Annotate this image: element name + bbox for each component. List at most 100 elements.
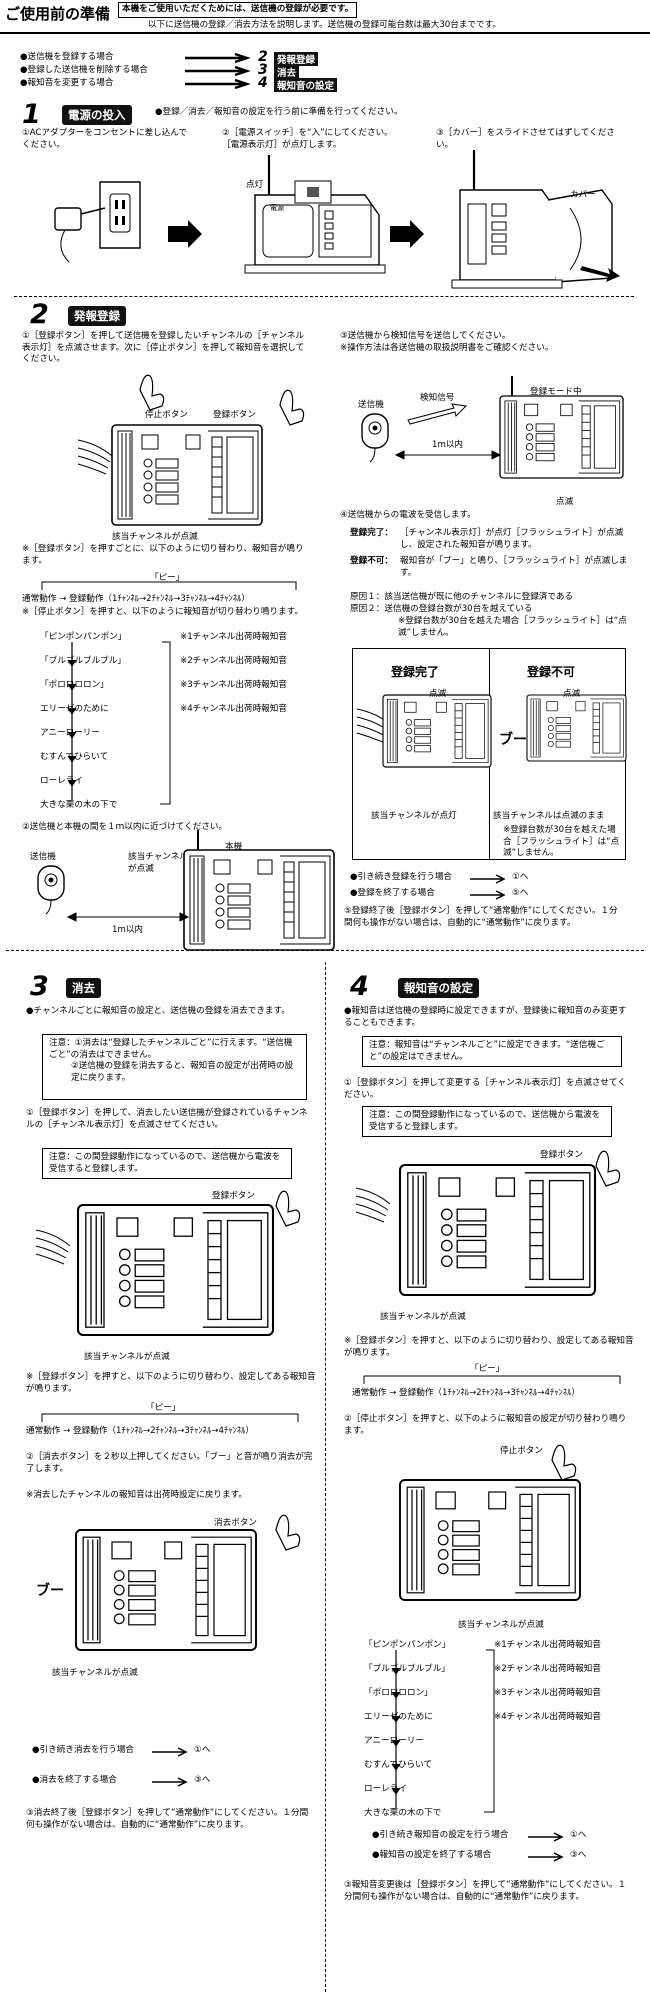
label-ch-keep: 該当チャンネルは点滅のまま: [493, 811, 605, 821]
s3-note2: ※消去したチャンネルの報知音は出荷時設定に戻ります。: [26, 1490, 247, 1500]
s2-step4: ④送信機からの電波を受信します。: [340, 510, 476, 520]
default-note: ※4チャンネル出荷時報知音: [180, 704, 287, 714]
label-del-button: 消去ボタン: [214, 1518, 257, 1528]
label-blink-ch: 該当チャンネルが点滅: [458, 1620, 544, 1630]
s1-step3: ③［カバー］をスライドさせてはずしてください。: [436, 128, 615, 150]
s1-step2: ②［電源スイッチ］を“入”にしてください。［電源表示灯］が点灯します。: [222, 128, 393, 150]
fail-text: 報知音が「ブー」と鳴り、［フラッシュライト］が点滅します。: [400, 556, 628, 578]
done-text: ［チャンネル表示灯］が点灯［フラッシュライト］が点滅し、設定された報知音が鳴りま…: [400, 528, 624, 550]
default-note: ※2チャンネル出荷時報知音: [180, 656, 287, 666]
s3-caution2: ②送信機の登録を消去すると、報知音の設定が出荷時の設定に戻ります。: [71, 1061, 294, 1083]
label-stop-button: 停止ボタン: [145, 410, 188, 420]
label-main: 本機: [225, 842, 243, 852]
power-illustration: [244, 155, 386, 274]
label-1m: 1m以内: [112, 925, 144, 935]
label-stop-button: 停止ボタン: [500, 1446, 543, 1456]
overview-num: 2: [258, 49, 268, 65]
device-illustration: [183, 830, 335, 951]
distance-arrow: [66, 912, 190, 922]
tone-item: 「ピンポンパンポン」: [40, 632, 127, 642]
fail-label: 登録不可：: [350, 556, 393, 566]
s2-step3b: ※操作方法は各送信機の取扱説明書をご確認ください。: [340, 343, 554, 353]
device-illustration: [111, 424, 263, 526]
arrow-right-icon: [152, 1747, 188, 1757]
tone-item: ローレライ: [40, 776, 83, 786]
sub-notice: 以下に送信機の登録／消去方法を説明します。送信機の登録可能台数は最大30台までで…: [148, 20, 501, 30]
s2-note1: ※［登録ボタン］を押すごとに、以下のように切り替わり、報知音が鳴ります。: [22, 544, 304, 566]
result-ok-title: 登録完了: [391, 665, 440, 679]
label-blink-ch: 該当チャンネルが点滅: [52, 1668, 138, 1678]
s3-caution-box: 注意：①消去は“登録したチャンネルごと”に行えます。“送信機ごと”の消去はできま…: [42, 1034, 307, 1100]
sound-waves: [35, 1229, 71, 1265]
tone-item: 「ブルブルブルブル」: [40, 656, 126, 666]
s2-cont: ●引き続き登録を行う場合: [350, 872, 453, 882]
s2-step5: ⑤登録終了後［登録ボタン］を押して“通常動作”にしてください。１分間何も操作がな…: [344, 906, 618, 928]
overview-num: 3: [258, 62, 268, 78]
label-tx: 送信機: [358, 400, 384, 410]
divider: [6, 950, 644, 951]
section-2-number: 2: [30, 299, 49, 330]
s3-step2: ②［消去ボタン］を２秒以上押してください。「ブー」と音が鳴り消去が完了します。: [26, 1452, 313, 1474]
s3-note1: ※［登録ボタン］を押すと、以下のように切り替わり、設定してある報知音が鳴ります。: [26, 1372, 316, 1394]
tone-item: 「ブルブルブルブル」: [364, 1664, 450, 1674]
cycle-bracket: [363, 1375, 621, 1384]
cause-2: 原因２：送信機の登録台数が30台を越えている: [350, 604, 533, 614]
tone-item: 大きな栗の木の下で: [364, 1808, 442, 1818]
distance-arrow: [394, 450, 502, 460]
arrow-right-icon: [470, 890, 506, 900]
tone-item: 「ピンポンパンポン」: [364, 1640, 451, 1650]
default-note: ※1チャンネル出荷時報知音: [494, 1640, 601, 1650]
label-reg-button: 登録ボタン: [540, 1150, 583, 1160]
s4-note1: ※［登録ボタン］を押すと、以下のように切り替わり、設定してある報知音が鳴ります。: [344, 1336, 634, 1358]
s2-step3: ③送信機から検知信号を送信してください。: [340, 331, 511, 341]
cover-illustration: [451, 150, 620, 289]
s4-desc: ●報知音は送信機の登録時に設定できますが、登録後に報知音のみ変更することもできま…: [344, 1006, 627, 1028]
notice-box: 本機をご使用いただくためには、送信機の登録が必要です。: [118, 2, 358, 18]
label-blink: 点滅: [429, 689, 447, 699]
s4-cycle: 通常動作 → 登録動作（1ﾁｬﾝﾈﾙ→2ﾁｬﾝﾈﾙ→3ﾁｬﾝﾈﾙ→4ﾁｬﾝﾈﾙ）: [352, 1388, 581, 1398]
header-rule: [0, 32, 650, 34]
sound-waves: [355, 1187, 391, 1223]
transmitter-icon: [361, 413, 389, 463]
label-blink: 点滅: [563, 689, 581, 699]
section-4-title: 報知音の設定: [398, 978, 479, 998]
label-reg-button: 登録ボタン: [213, 410, 256, 420]
s4-cont: ●引き続き報知音の設定を行う場合: [372, 1830, 509, 1840]
signal-arrow: [407, 403, 468, 425]
device-illustration: [382, 694, 492, 768]
overview-label: 消去: [274, 65, 300, 79]
label-blink-ch: 該当チャンネルが点滅: [380, 1312, 466, 1322]
s2-cont-to: ①へ: [512, 872, 529, 882]
boo-text: ブー: [36, 1583, 64, 1599]
s1-step1: ①ACアダプターをコンセントに差し込んでください。: [22, 128, 188, 150]
device-illustration: [499, 376, 624, 479]
overview-item: ●登録した送信機を削除する場合: [20, 65, 148, 75]
s3-caution3: 注意：この間登録動作になっているので、送信機から電波を受信すると登録します。: [42, 1148, 292, 1179]
label-power: 電源: [270, 204, 284, 212]
device-illustration: [526, 694, 627, 762]
section-1-number: 1: [22, 99, 41, 130]
label-signal: 検知信号: [420, 393, 455, 403]
default-note: ※3チャンネル出荷時報知音: [180, 680, 287, 690]
tone-item: ローレライ: [364, 1784, 407, 1794]
arrow-right-icon: [528, 1832, 564, 1842]
done-label: 登録完了：: [350, 528, 393, 538]
s2-end: ●登録を終了する場合: [350, 888, 435, 898]
default-note: ※4チャンネル出荷時報知音: [494, 1712, 601, 1722]
label-lit: 点灯: [246, 180, 264, 190]
section-1-title: 電源の投入: [62, 105, 132, 125]
section-2-title: 発報登録: [68, 306, 126, 326]
label-blink-ch: 該当チャンネルが点滅: [84, 1352, 170, 1362]
arrow-right-icon: [470, 874, 506, 884]
s4-cont-to: ①へ: [570, 1830, 587, 1840]
page-title: ご使用前の準備: [5, 5, 111, 23]
arrow-right-icon: [390, 220, 424, 248]
hand-icon: [551, 1444, 577, 1481]
s2-cycle: 通常動作 → 登録動作（1ﾁｬﾝﾈﾙ→2ﾁｬﾝﾈﾙ→3ﾁｬﾝﾈﾙ→4ﾁｬﾝﾈﾙ）: [22, 594, 251, 604]
overview-arrows: [185, 52, 251, 90]
s3-cont: ●引き続き消去を行う場合: [32, 1745, 135, 1755]
s2-note2: ※［停止ボタン］を押すと、以下のように報知音が切り替わり鳴ります。: [22, 607, 303, 617]
tone-item: 大きな栗の木の下で: [40, 800, 118, 810]
section-3-number: 3: [30, 971, 49, 1002]
label-ch-blink: 該当チャンネルが点滅: [128, 852, 188, 874]
